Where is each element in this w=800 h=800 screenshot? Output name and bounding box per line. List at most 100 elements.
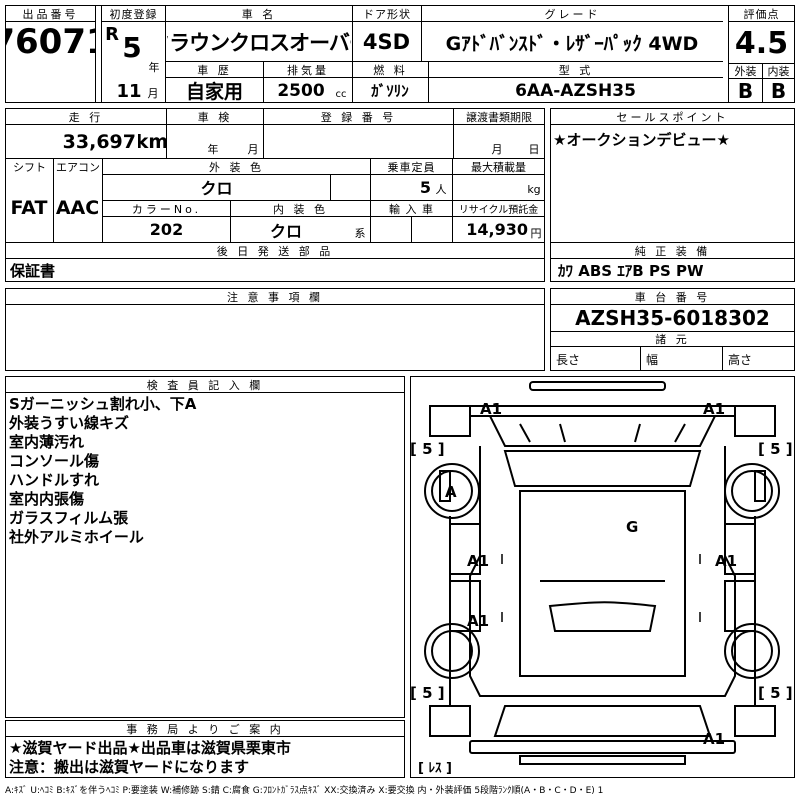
tire-rear-right: [ 5 ] bbox=[758, 684, 793, 702]
inspector-box bbox=[5, 376, 405, 718]
inspector-label: 検 査 員 記 入 欄 bbox=[6, 377, 404, 392]
color-no-label: カラーNo. bbox=[103, 201, 230, 216]
chassis-box bbox=[550, 288, 795, 371]
exterior-label: 外装 bbox=[734, 65, 757, 78]
inspector-note: ハンドルすれ bbox=[9, 471, 100, 489]
mark-roof: G bbox=[626, 518, 639, 536]
color-no: 202 bbox=[149, 220, 184, 239]
lot-cell bbox=[5, 5, 96, 103]
equipment: ｶﾜ ABS ｴｱB PS PW bbox=[558, 261, 704, 280]
equip-label: 純 正 装 備 bbox=[551, 243, 794, 258]
model-label: 型 式 bbox=[429, 62, 723, 77]
office-box bbox=[5, 720, 405, 778]
recycle-unit: 円 bbox=[530, 227, 542, 240]
recycle: 14,930 bbox=[466, 220, 528, 239]
fuel: ｶﾞｿﾘﾝ bbox=[371, 82, 409, 100]
chassis-number: AZSH35-6018302 bbox=[575, 306, 770, 330]
inspector-note: 室内内張傷 bbox=[9, 490, 85, 508]
first-reg-label: 初度登録 bbox=[102, 6, 165, 21]
transfer-month-unit: 月 bbox=[491, 143, 503, 156]
ac: AAC bbox=[55, 197, 100, 219]
capacity-unit: 人 bbox=[435, 183, 447, 196]
displacement-label: 排気量 bbox=[264, 62, 352, 77]
width-label: 幅 bbox=[646, 352, 659, 367]
tire-front-right: [ 5 ] bbox=[758, 440, 793, 458]
inspector-note: 外装うすい線キズ bbox=[9, 414, 130, 432]
first-reg-year: 5 bbox=[122, 32, 142, 62]
grade: Gｱﾄﾞﾊﾞﾝｽﾄﾞ・ﾚｻﾞｰﾊﾟｯｸ 4WD bbox=[445, 32, 699, 55]
exterior-grade: B bbox=[737, 79, 754, 102]
notes-label: 注 意 事 項 欄 bbox=[6, 289, 544, 304]
model-code: 6AA-AZSH35 bbox=[515, 80, 636, 101]
inspector-note: 社外アルミホイール bbox=[9, 528, 144, 546]
chassis-label: 車 台 番 号 bbox=[551, 289, 794, 304]
notes-box bbox=[5, 288, 545, 371]
month-unit: 月 bbox=[147, 87, 159, 100]
inspector-note: 室内薄汚れ bbox=[9, 433, 85, 451]
height-label: 高さ bbox=[728, 352, 753, 367]
int-color-label: 内 装 色 bbox=[231, 201, 370, 216]
office-label: 事 務 局 よ り ご 案 内 bbox=[6, 721, 404, 736]
lot-number: 76071 bbox=[6, 22, 95, 62]
displacement: 2500 bbox=[277, 80, 325, 101]
inspector-notes: Sガーニッシュ割れ小、下A 外装うすい線キズ 室内薄汚れ コンソール傷 ハンドル… bbox=[9, 395, 399, 547]
lot-label: 出品番号 bbox=[6, 6, 95, 21]
capacity: 5 bbox=[419, 177, 431, 197]
sales-point: ★オークションデビュー★ bbox=[553, 130, 730, 149]
office-line: ★滋賀ヤード出品★出品車は滋賀県栗東市 bbox=[9, 739, 291, 757]
sales-box bbox=[550, 108, 795, 282]
first-reg-cell bbox=[101, 5, 166, 103]
int-color: クロ bbox=[269, 221, 302, 241]
door-type: 4SD bbox=[362, 30, 411, 54]
tire-front-left: [ 5 ] bbox=[410, 440, 445, 458]
inspector-note: Sガーニッシュ割れ小、下A bbox=[9, 395, 197, 413]
length-label: 長さ bbox=[556, 352, 581, 367]
later-parts-label: 後 日 発 送 部 品 bbox=[6, 243, 544, 258]
specs-label: 諸 元 bbox=[551, 332, 794, 346]
capacity-label: 乗車定員 bbox=[371, 159, 452, 174]
recycle-label: リサイクル預託金 bbox=[453, 201, 544, 216]
import-label: 輸 入 車 bbox=[371, 201, 452, 216]
inspection-label: 車 検 bbox=[167, 109, 263, 124]
mark-front-left: A1 bbox=[480, 400, 503, 418]
era: R bbox=[105, 24, 119, 44]
tire-rear-left: [ 5 ] bbox=[410, 684, 445, 702]
car-name-label: 車 名 bbox=[166, 6, 352, 21]
door-label: ドア形状 bbox=[353, 6, 421, 21]
insp-month-unit: 月 bbox=[247, 143, 259, 156]
fuel-label: 燃 料 bbox=[353, 62, 428, 77]
transfer-label: 譲渡書類期限 bbox=[454, 109, 544, 124]
insp-year-unit: 年 bbox=[207, 143, 219, 156]
history: 自家用 bbox=[185, 81, 243, 102]
grade-label: グレード bbox=[422, 6, 723, 21]
ext-color: クロ bbox=[200, 179, 233, 198]
info-table bbox=[5, 108, 545, 282]
ac-label: エアコン bbox=[54, 159, 102, 174]
spare-tire: [ ﾚｽ ] bbox=[418, 761, 452, 776]
interior-label: 内装 bbox=[767, 65, 790, 78]
int-color-unit: 系 bbox=[354, 227, 366, 240]
max-load-unit: kg bbox=[527, 182, 541, 196]
first-reg-month: 11 bbox=[116, 81, 142, 101]
mark-front-right: A1 bbox=[703, 400, 726, 418]
mark-front-left-wheel: A bbox=[445, 483, 457, 501]
year-unit: 年 bbox=[148, 61, 160, 74]
inspector-note: コンソール傷 bbox=[9, 452, 100, 470]
mileage-unit: km bbox=[138, 131, 166, 153]
mark-rear-right: A1 bbox=[703, 730, 726, 748]
inspector-note: ガラスフィルム張 bbox=[9, 509, 129, 527]
ext-color-label: 外 装 色 bbox=[103, 159, 370, 174]
max-load-label: 最大積載量 bbox=[453, 159, 544, 174]
score-label: 評価点 bbox=[729, 6, 794, 21]
sales-label: セールスポイント bbox=[551, 109, 794, 124]
shift: FAT bbox=[10, 197, 48, 219]
car-name: クラウンクロスオーバー bbox=[167, 31, 351, 55]
mileage: 33,697 bbox=[62, 131, 136, 153]
score-cell bbox=[728, 5, 795, 103]
transfer-day-unit: 日 bbox=[528, 143, 540, 156]
later-parts: 保証書 bbox=[10, 261, 56, 280]
car-diagram bbox=[424, 381, 780, 765]
history-label: 車 歴 bbox=[166, 62, 263, 77]
mark-left-front-door: A1 bbox=[467, 552, 490, 570]
reg-label: 登 録 番 号 bbox=[264, 109, 453, 124]
